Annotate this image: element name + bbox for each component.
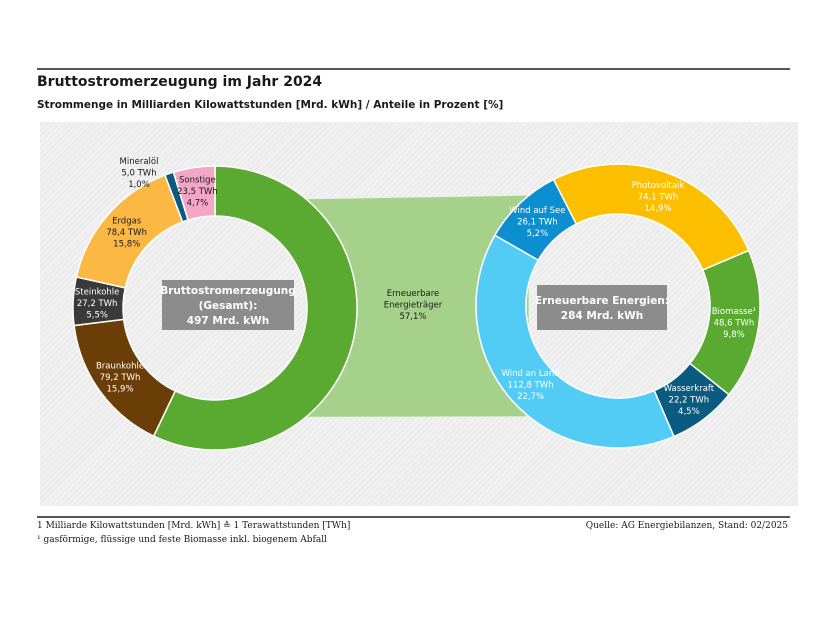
renewables-connector-band (306, 195, 529, 417)
top-rule (37, 68, 790, 70)
right-center-label: Erneuerbare Energien:284 Mrd. kWh (535, 285, 669, 330)
chart-subtitle: Strommenge in Milliarden Kilowattstunden… (37, 99, 504, 111)
svg-text:Erneuerbare Energien:284 Mrd.: Erneuerbare Energien:284 Mrd. kWh (535, 295, 669, 322)
chart-title: Bruttostromerzeugung im Jahr 2024 (37, 74, 323, 90)
slice-right-wind-auf-see (493, 178, 578, 262)
biomass-footnote: ¹ gasförmige, flüssige und feste Biomass… (37, 535, 327, 545)
unit-footnote: 1 Milliarde Kilowattstunden [Mrd. kWh] ≙… (37, 521, 351, 531)
left-center-label: Bruttostromerzeugung(Gesamt):497 Mrd. kW… (160, 280, 296, 330)
slice-left-sonstige (172, 165, 216, 221)
svg-text:Bruttostromerzeugung(Gesamt):4: Bruttostromerzeugung(Gesamt):497 Mrd. kW… (160, 285, 296, 327)
slice-left-erneuerbare-energieträger (152, 165, 358, 451)
bottom-rule (37, 516, 790, 518)
source-note: Quelle: AG Energiebilanzen, Stand: 02/20… (585, 521, 788, 531)
slice-right-photovoltaik (552, 163, 750, 272)
slice-right-wind-an-land (475, 234, 675, 449)
